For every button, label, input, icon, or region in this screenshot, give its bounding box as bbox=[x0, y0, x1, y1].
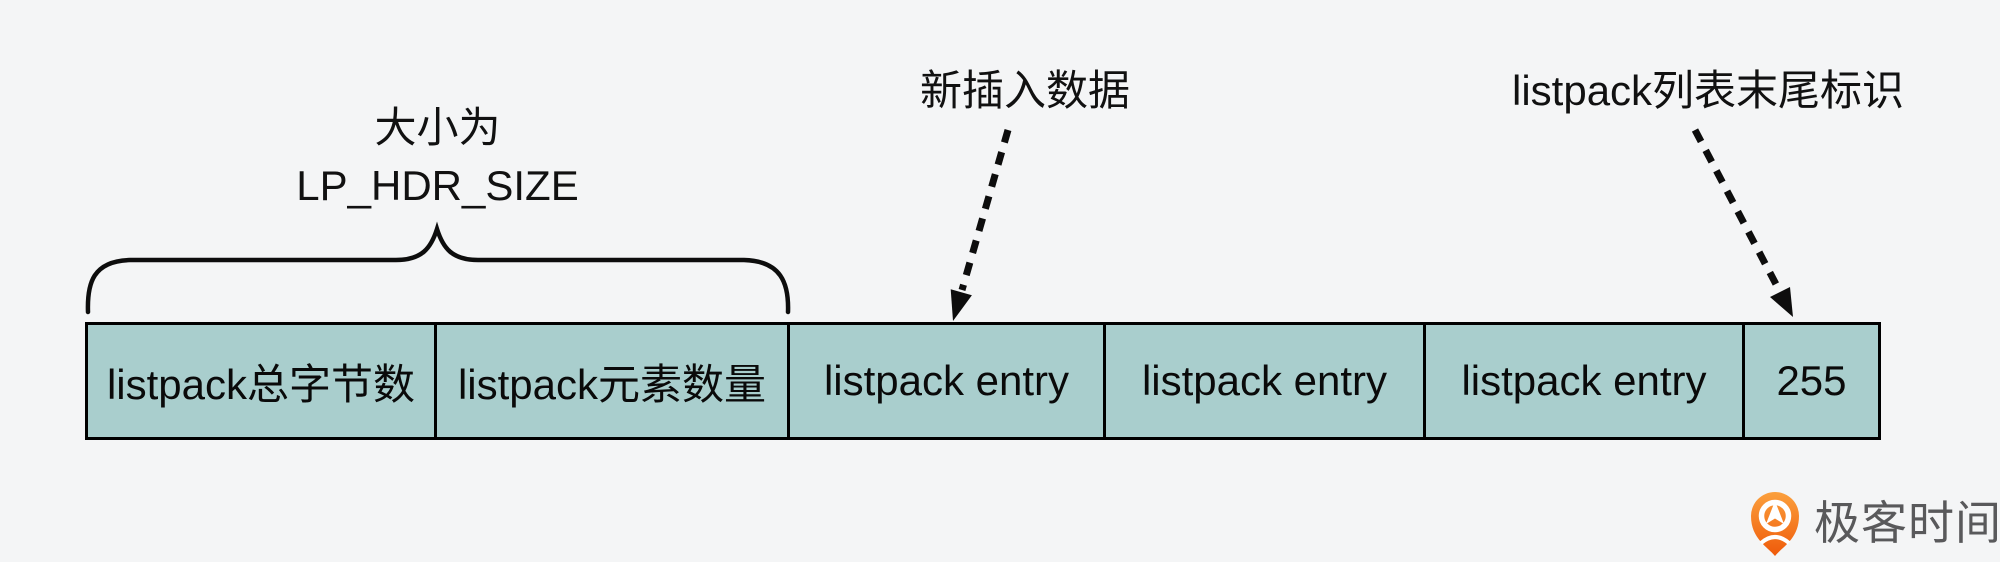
cell-total-bytes: listpack总字节数 bbox=[88, 325, 437, 437]
geektime-logo: 极客时间 bbox=[1748, 487, 2000, 559]
header-size-note: 大小为 LP_HDR_SIZE bbox=[85, 99, 790, 215]
cell-entry-2: listpack entry bbox=[1106, 325, 1426, 437]
listpack-row: listpack总字节数 listpack元素数量 listpack entry… bbox=[85, 322, 1881, 440]
cell-end-byte: 255 bbox=[1745, 325, 1878, 437]
header-size-note-line2: LP_HDR_SIZE bbox=[296, 162, 579, 209]
insert-arrow bbox=[950, 129, 1012, 321]
cell-entry-1: listpack entry bbox=[790, 325, 1106, 437]
cell-element-count: listpack元素数量 bbox=[437, 325, 790, 437]
insert-arrowhead bbox=[950, 289, 972, 321]
header-brace bbox=[85, 221, 791, 315]
geektime-logo-text: 极客时间 bbox=[1814, 497, 2000, 549]
end-arrowhead bbox=[1770, 287, 1793, 317]
cell-entry-3: listpack entry bbox=[1426, 325, 1745, 437]
end-marker-label: listpack列表末尾标识 bbox=[1512, 67, 1905, 114]
end-arrow bbox=[1691, 128, 1793, 317]
geektime-pin-icon bbox=[1751, 492, 1799, 556]
header-size-note-line1: 大小为 bbox=[374, 104, 501, 151]
insert-data-label: 新插入数据 bbox=[919, 67, 1130, 114]
